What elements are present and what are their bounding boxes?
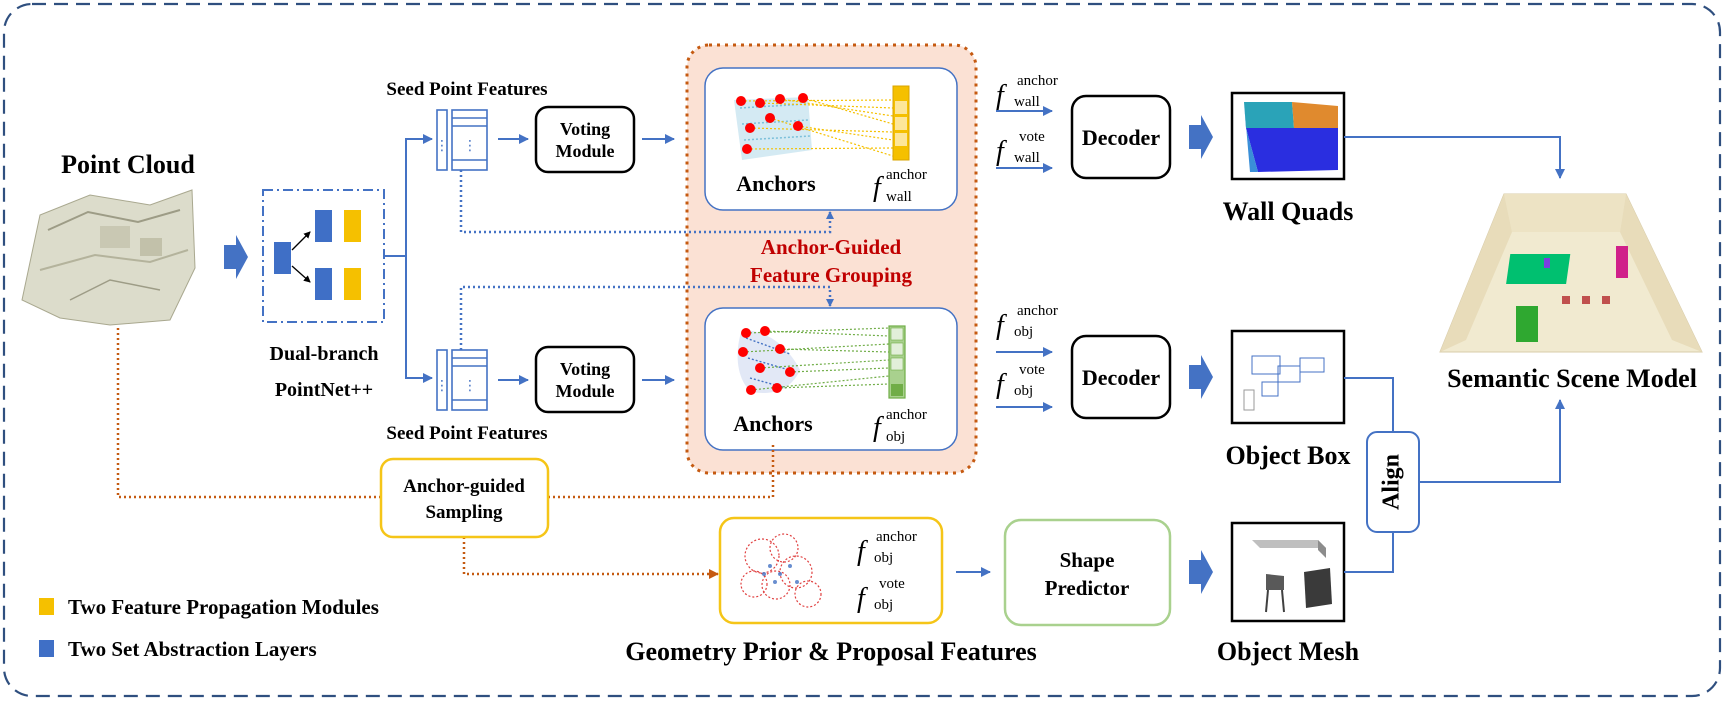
svg-text:obj: obj xyxy=(1014,324,1033,340)
legend-swatch-sa xyxy=(39,640,54,657)
svg-text:f: f xyxy=(996,80,1007,111)
pointnet-label: PointNet++ xyxy=(275,379,373,401)
svg-text:f: f xyxy=(857,536,868,567)
semantic-scene-label: Semantic Scene Model xyxy=(1447,364,1697,393)
voting-bottom-line2: Module xyxy=(555,381,614,401)
voting-bottom-line1: Voting xyxy=(560,359,610,379)
svg-text:wall: wall xyxy=(886,189,912,205)
arrow-to-object-box xyxy=(1189,355,1213,399)
svg-text:obj: obj xyxy=(874,597,893,613)
wall-quads-label: Wall Quads xyxy=(1223,197,1354,226)
arrow-to-object-mesh xyxy=(1189,550,1213,594)
svg-text:anchor: anchor xyxy=(886,407,927,423)
svg-text:obj: obj xyxy=(1014,383,1033,399)
anchors-bottom-label: Anchors xyxy=(733,411,813,436)
symbol-f-obj-anchor-card: f anchor obj xyxy=(873,407,927,445)
seed-features-bottom: ⋮ ⋮ xyxy=(435,349,488,411)
align-label: Align xyxy=(1379,454,1405,510)
svg-text:f: f xyxy=(996,310,1007,341)
grouping-title-line1: Anchor-Guided xyxy=(761,235,902,259)
fp-block-top xyxy=(344,210,361,242)
arrow-to-wall-quads xyxy=(1189,115,1213,159)
seed-features-top-label: Seed Point Features xyxy=(386,79,547,100)
symbol-f-wall-anchor: f anchor wall xyxy=(996,73,1058,111)
semantic-scene-image xyxy=(1439,193,1703,353)
wall-anchor-feature-vector xyxy=(892,85,910,161)
svg-text:vote: vote xyxy=(879,576,905,592)
legend: Two Feature Propagation Modules Two Set … xyxy=(39,595,379,661)
svg-text:⋮: ⋮ xyxy=(463,138,477,154)
object-mesh-label: Object Mesh xyxy=(1217,637,1360,666)
voting-top-line2: Module xyxy=(555,141,614,161)
svg-text:wall: wall xyxy=(1014,94,1040,110)
geometry-prior-box xyxy=(718,516,944,625)
object-anchors-points xyxy=(737,326,890,395)
seed-features-bottom-label: Seed Point Features xyxy=(386,423,547,444)
grouping-title-line2: Feature Grouping xyxy=(750,263,912,287)
shape-predictor-line2: Predictor xyxy=(1045,576,1130,600)
sampling-line2: Sampling xyxy=(425,502,503,523)
voting-module-bottom xyxy=(534,345,636,414)
anchor-guided-sampling-box xyxy=(379,457,550,539)
legend-swatch-fp xyxy=(39,598,54,615)
svg-text:obj: obj xyxy=(886,429,905,445)
svg-text:f: f xyxy=(996,369,1007,400)
svg-text:f: f xyxy=(857,583,868,614)
symbol-f-obj-vote-prior: f vote obj xyxy=(857,576,905,614)
shape-predictor-line1: Shape xyxy=(1060,548,1115,572)
geometry-prior-label: Geometry Prior & Proposal Features xyxy=(625,637,1037,666)
anchors-top-label: Anchors xyxy=(736,171,816,196)
outer-frame xyxy=(2,2,1722,698)
svg-text:anchor: anchor xyxy=(886,167,927,183)
voting-top-line1: Voting xyxy=(560,119,610,139)
decoder-top xyxy=(1070,94,1172,180)
symbol-f-obj-anchor-prior: f anchor obj xyxy=(857,529,917,567)
svg-text:⋮: ⋮ xyxy=(435,138,449,154)
svg-text:wall: wall xyxy=(1014,150,1040,166)
sampling-line1: Anchor-guided xyxy=(403,476,525,497)
svg-text:obj: obj xyxy=(874,550,893,566)
svg-text:vote: vote xyxy=(1019,129,1045,145)
object-box-label: Object Box xyxy=(1226,441,1351,470)
voting-module-top xyxy=(534,105,636,174)
decoder-bottom xyxy=(1070,334,1172,420)
legend-label-fp: Two Feature Propagation Modules xyxy=(68,595,379,619)
sa-block-top xyxy=(315,210,332,242)
fp-block-bottom xyxy=(344,268,361,300)
dual-branch-label: Dual-branch xyxy=(270,343,379,365)
symbol-f-wall-anchor-card: f anchor wall xyxy=(873,167,927,205)
wall-anchors-points xyxy=(734,93,894,160)
point-cloud-label: Point Cloud xyxy=(61,150,195,179)
shape-predictor-box xyxy=(1003,518,1172,627)
symbol-f-obj-anchor: f anchor obj xyxy=(996,303,1058,341)
svg-text:anchor: anchor xyxy=(1017,303,1058,319)
svg-text:anchor: anchor xyxy=(876,529,917,545)
svg-text:anchor: anchor xyxy=(1017,73,1058,89)
decoder-bottom-label: Decoder xyxy=(1082,365,1160,390)
svg-text:vote: vote xyxy=(1019,362,1045,378)
legend-label-sa: Two Set Abstraction Layers xyxy=(68,637,317,661)
object-box-image xyxy=(1230,329,1346,425)
svg-text:⋮: ⋮ xyxy=(463,378,477,394)
svg-text:f: f xyxy=(873,412,884,443)
arrow-into-pointnet xyxy=(224,235,248,279)
seed-features-top: ⋮ ⋮ xyxy=(435,109,488,171)
svg-text:f: f xyxy=(996,136,1007,167)
sa-block-input xyxy=(274,242,291,274)
object-anchor-feature-vector xyxy=(888,325,906,399)
symbol-f-wall-vote: f vote wall xyxy=(996,129,1045,167)
svg-text:⋮: ⋮ xyxy=(435,378,449,394)
svg-text:f: f xyxy=(873,172,884,203)
symbol-f-obj-vote: f vote obj xyxy=(996,362,1045,400)
decoder-top-label: Decoder xyxy=(1082,125,1160,150)
point-cloud-image xyxy=(21,189,196,326)
sa-block-bottom xyxy=(315,268,332,300)
